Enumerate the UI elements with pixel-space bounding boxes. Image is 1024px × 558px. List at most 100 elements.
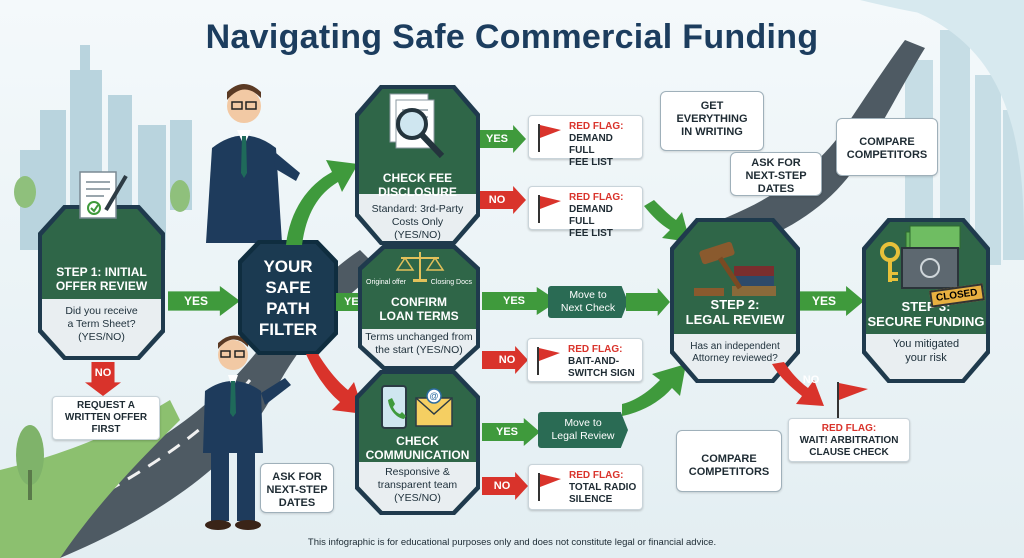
center-l4: FILTER	[258, 320, 318, 339]
comm-sub-l2: transparent team	[377, 479, 458, 491]
comm-heading-l2: COMMUNICATION	[365, 448, 470, 462]
comm-heading-l1: CHECK	[396, 434, 439, 448]
red-flag-icon	[538, 124, 561, 152]
magnifier-documents-icon	[389, 93, 445, 159]
red-flag-arbitration-icon	[837, 382, 868, 418]
loan-heading-l1: CONFIRM	[391, 295, 447, 309]
flag-arb-l3: CLAUSE CHECK	[809, 447, 889, 458]
legal-heading-l2: LEGAL REVIEW	[685, 312, 785, 327]
fee-disclosure-hexagon: CHECK FEE DISCLOSURE Standard: 3rd-Party…	[355, 85, 480, 245]
bubble-get-everything-in-writing: GET EVERYTHING IN WRITING	[660, 91, 764, 151]
loan-no-label: NO	[498, 354, 516, 366]
fee-to-legal-arrow	[644, 200, 690, 242]
request-l3: FIRST	[91, 424, 121, 435]
businessman-top-figure	[206, 84, 300, 243]
loan-sub-l2: the start (YES/NO)	[375, 344, 463, 356]
compare-top-l2: COMPETITORS	[846, 149, 928, 161]
businessman-bottom-figure	[203, 335, 291, 530]
legal-heading-l1: STEP 2:	[710, 297, 760, 312]
phone-and-email-icon: @	[381, 385, 453, 429]
flag-fee-yes-l2: DEMAND FULL	[569, 133, 613, 156]
contract-document-icon	[79, 171, 128, 219]
flag-fee-no-l3: FEE LIST	[569, 228, 613, 239]
loan-sub-l1: Terms unchanged from	[365, 331, 473, 343]
disclaimer: This infographic is for educational purp…	[307, 537, 717, 548]
request-l2: WRITTEN OFFER	[64, 412, 148, 423]
center-l3: PATH	[266, 299, 310, 318]
loan-small-left: Original offer	[366, 279, 406, 286]
flag-silence-l3: SILENCE	[569, 494, 613, 505]
secure-sub-l2: your risk	[905, 352, 947, 364]
ask-top-l2: NEXT-STEP	[745, 170, 807, 182]
ask-bottom-l3: DATES	[278, 497, 316, 509]
bubble-ask-next-step-dates-top: ASK FOR NEXT-STEP DATES	[730, 152, 822, 196]
step1-hexagon: STEP 1: INITIAL OFFER REVIEW Did you rec…	[38, 205, 165, 360]
legal-sub-l2: Attorney reviewed?	[692, 353, 778, 364]
comm-yes-label: YES	[495, 426, 518, 438]
page-title: Navigating Safe Commercial Funding	[205, 18, 819, 56]
fee-heading-l1: CHECK FEE	[382, 171, 453, 185]
red-flag-bait-switch-card: RED FLAG:BAIT-AND-SWITCH SIGN	[527, 338, 643, 382]
step1-no-label: NO	[94, 367, 112, 379]
communication-hexagon: CHECK COMMUNICATION Responsive & transpa…	[355, 370, 480, 515]
move-next-l2: Next Check	[560, 302, 616, 314]
step1-question-l2: a Term Sheet?	[67, 318, 136, 330]
loan-heading-l2: LOAN TERMS	[379, 309, 459, 323]
comm-sub-l3: (YES/NO)	[394, 492, 441, 504]
svg-text:@: @	[429, 391, 438, 401]
move-legal-review-badge: Move to Legal Review	[538, 412, 628, 448]
safe-money-key-icon	[880, 225, 961, 289]
comm-sub-l1: Responsive &	[385, 466, 450, 478]
legal-yes-label: YES	[811, 294, 836, 308]
center-l1: YOUR	[263, 257, 313, 276]
ask-top-l3: DATES	[757, 183, 795, 195]
compare-top-l1: COMPARE	[859, 136, 915, 148]
comm-to-legal-arrow	[622, 364, 686, 416]
flag-fee-yes-l3: FEE LIST	[569, 157, 613, 168]
fee-yes-label: YES	[485, 133, 508, 145]
step1-heading-l1: STEP 1: INITIAL	[56, 265, 147, 279]
flag-arb-l2: WAIT! ARBITRATION	[799, 435, 899, 446]
ask-bottom-l2: NEXT-STEP	[266, 484, 328, 496]
fee-no-label: NO	[488, 194, 506, 206]
fee-heading-l2: DISCLOSURE	[378, 185, 457, 199]
flag-bait-l2: BAIT-AND-	[568, 356, 620, 367]
step1-heading-l2: OFFER REVIEW	[55, 279, 148, 293]
legal-no-label: NO	[802, 374, 820, 386]
fee-sub-l3: (YES/NO)	[394, 229, 441, 241]
writing-l2: EVERYTHING	[676, 113, 748, 125]
move-next-l1: Move to	[569, 289, 607, 301]
red-flag-icon	[538, 473, 561, 501]
loan-small-right: Closing Docs	[430, 279, 472, 286]
request-l1: REQUEST A	[77, 400, 135, 411]
writing-l1: GET	[700, 100, 724, 112]
flag-fee-no-l1: RED FLAG:	[569, 192, 624, 203]
step1-question-l3: (YES/NO)	[78, 331, 125, 343]
fee-sub-l2: Costs Only	[391, 216, 444, 228]
flag-fee-no-l2: DEMAND FULL	[569, 204, 613, 227]
writing-l3: IN WRITING	[681, 126, 743, 138]
loan-yes-label: YES	[502, 295, 525, 307]
compare-bottom-l2: COMPETITORS	[688, 466, 770, 478]
red-flag-icon	[537, 347, 560, 375]
bubble-ask-next-step-dates-bottom: ASK FOR NEXT-STEP DATES	[260, 463, 334, 513]
secure-heading-l2: SECURE FUNDING	[867, 314, 985, 329]
center-l2: SAFE	[265, 278, 311, 297]
safe-path-filter-hexagon: YOUR SAFE PATH FILTER	[238, 240, 338, 355]
ask-top-l1: ASK FOR	[751, 157, 801, 169]
compare-bottom-l1: COMPARE	[701, 453, 757, 465]
bubble-compare-competitors-bottom: COMPARE COMPETITORS	[676, 430, 782, 492]
ask-bottom-l1: ASK FOR	[272, 471, 322, 483]
fee-sub-l1: Standard: 3rd-Party	[371, 203, 464, 215]
request-written-offer-box: REQUEST A WRITTEN OFFER FIRST	[52, 396, 160, 440]
move-legal-l1: Move to	[564, 417, 602, 429]
move-next-check-badge: Move to Next Check	[548, 286, 628, 318]
red-flag-arbitration-card: RED FLAG: WAIT! ARBITRATION CLAUSE CHECK	[788, 418, 910, 462]
center-up-arrow	[286, 160, 358, 245]
secure-sub-l1: You mitigated	[892, 338, 960, 350]
legal-no-arrow	[772, 362, 824, 406]
flag-fee-yes-l1: RED FLAG:	[569, 121, 624, 132]
